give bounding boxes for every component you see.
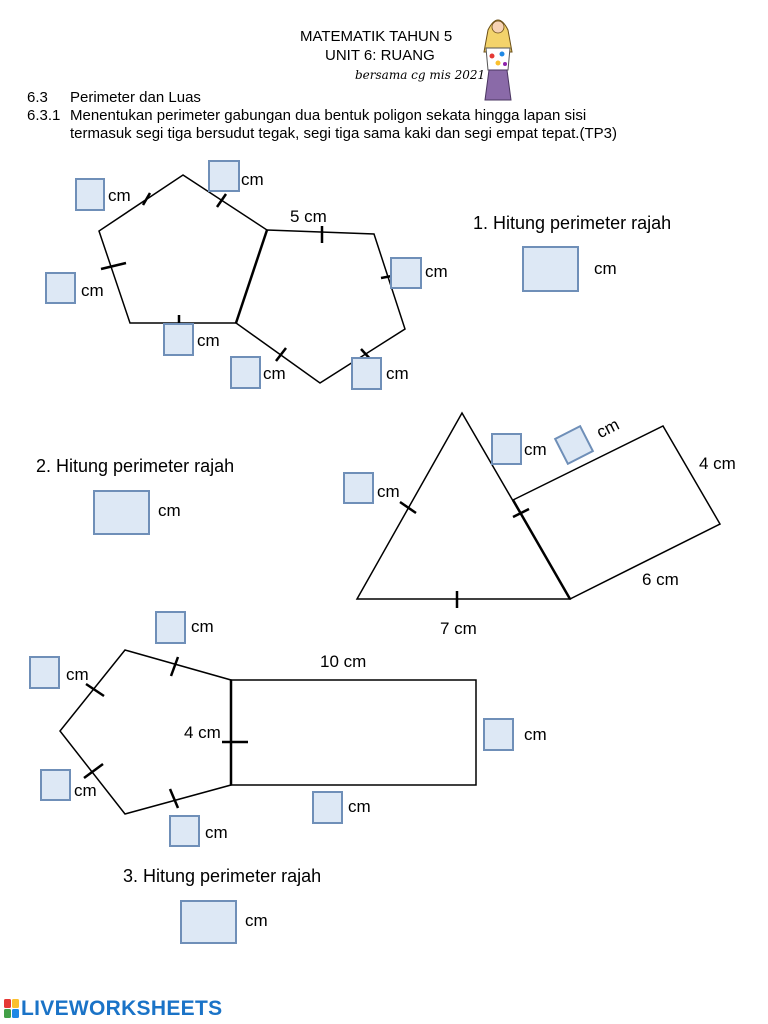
q2-unit-triangle-right: cm xyxy=(524,440,547,459)
q2-figure xyxy=(355,411,722,600)
q2-tick-marks xyxy=(399,500,530,608)
q3-unit-bottom: cm xyxy=(348,797,371,816)
q3-unit-bottom-left: cm xyxy=(205,823,228,842)
q2-unit-triangle-left: cm xyxy=(377,482,400,501)
q3-answer-box-left-lower[interactable] xyxy=(40,769,71,801)
header-signature: bersama cg mis 2021 xyxy=(355,68,486,82)
q2-side-7: 7 cm xyxy=(440,619,477,638)
q1-answer-box-right[interactable] xyxy=(390,257,422,289)
liveworksheets-logo-icon xyxy=(4,999,19,1018)
q1-total-answer-box[interactable] xyxy=(522,246,579,292)
footer-brand[interactable]: LIVEWORKSHEETS xyxy=(21,997,223,1020)
q1-answer-box-bottom-right[interactable] xyxy=(351,357,382,390)
topic-number: 6.3 xyxy=(27,89,48,106)
q3-unit-left-upper: cm xyxy=(66,665,89,684)
q1-answer-box-top-left[interactable] xyxy=(75,178,105,211)
subtopic-text-line2: termasuk segi tiga bersudut tegak, segi … xyxy=(70,125,617,142)
q2-prompt: 2. Hitung perimeter rajah xyxy=(36,456,235,476)
q2-total-unit: cm xyxy=(158,501,181,520)
q3-prompt: 3. Hitung perimeter rajah xyxy=(123,866,322,886)
q3-unit-top: cm xyxy=(191,617,214,636)
q1-unit-top-right: cm xyxy=(241,170,264,189)
q3-total-answer-box[interactable] xyxy=(180,900,237,944)
q2-side-6: 6 cm xyxy=(642,570,679,589)
q1-answer-box-bottom-left[interactable] xyxy=(163,323,194,356)
q1-answer-box-top-right[interactable] xyxy=(208,160,240,192)
q1-given-side: 5 cm xyxy=(290,207,327,226)
q2-answer-box-triangle-left[interactable] xyxy=(343,472,374,504)
q1-unit-right: cm xyxy=(425,262,448,281)
q1-unit-bottom-mid: cm xyxy=(263,364,286,383)
q3-side-left: 4 cm xyxy=(184,723,221,742)
q1-total-unit: cm xyxy=(594,259,617,278)
q3-unit-right: cm xyxy=(524,725,547,744)
header-unit: UNIT 6: RUANG xyxy=(325,47,435,64)
q3-total-unit: cm xyxy=(245,911,268,930)
q3-side-top: 10 cm xyxy=(320,652,367,671)
q3-figure xyxy=(59,649,477,815)
q1-unit-bottom-left: cm xyxy=(197,331,220,350)
girl-illustration-icon xyxy=(483,19,513,101)
q1-answer-box-bottom-mid[interactable] xyxy=(230,356,261,389)
subtopic-number: 6.3.1 xyxy=(27,107,61,124)
q3-answer-box-right[interactable] xyxy=(483,718,514,751)
q1-unit-bottom-right: cm xyxy=(386,364,409,383)
q2-answer-box-triangle-right[interactable] xyxy=(491,433,522,465)
q3-answer-box-bottom[interactable] xyxy=(312,791,343,824)
header-title: MATEMATIK TAHUN 5 xyxy=(300,28,453,45)
q1-unit-top-left: cm xyxy=(108,186,131,205)
q3-tick-marks xyxy=(83,656,248,809)
topic-title: Perimeter dan Luas xyxy=(70,89,201,106)
subtopic-text-line1: Menentukan perimeter gabungan dua bentuk… xyxy=(70,107,587,124)
q3-answer-box-top[interactable] xyxy=(155,611,186,644)
q1-figure xyxy=(98,174,406,384)
q2-total-answer-box[interactable] xyxy=(93,490,150,535)
q1-prompt: 1. Hitung perimeter rajah xyxy=(473,213,672,233)
q2-side-4: 4 cm xyxy=(699,454,736,473)
q1-unit-left: cm xyxy=(81,281,104,300)
q3-answer-box-left-upper[interactable] xyxy=(29,656,60,689)
q3-answer-box-bottom-left[interactable] xyxy=(169,815,200,847)
q1-answer-box-left[interactable] xyxy=(45,272,76,304)
q3-unit-left-lower: cm xyxy=(74,781,97,800)
